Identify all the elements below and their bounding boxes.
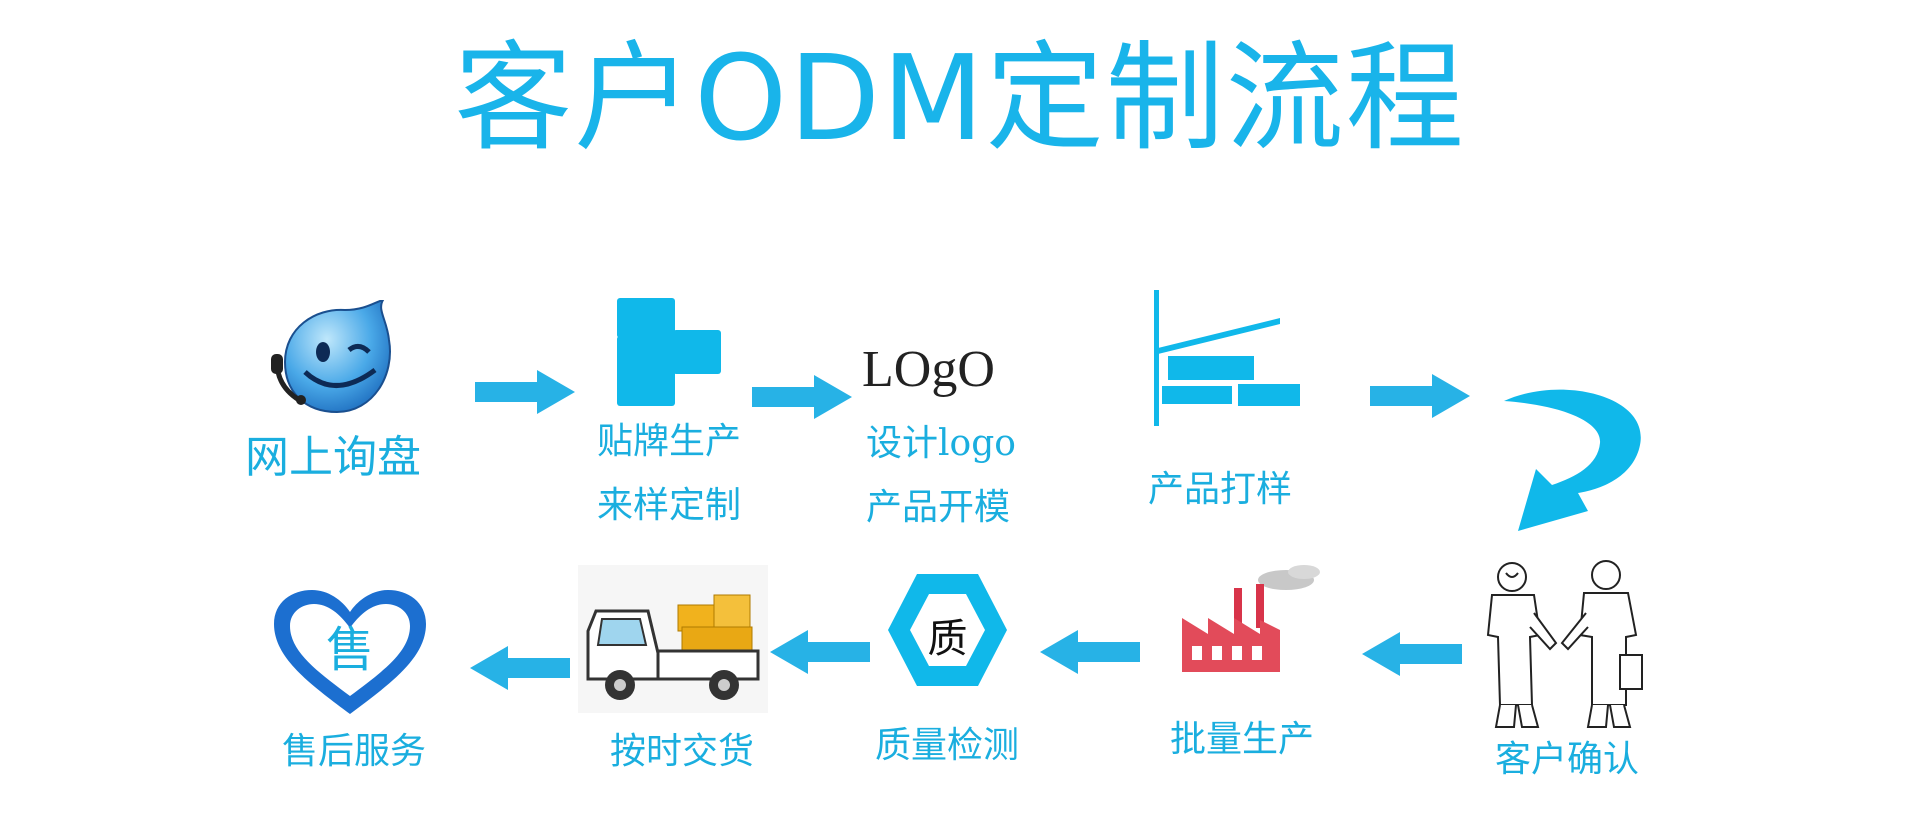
heart-icon — [274, 590, 426, 714]
step-sample-label: 产品打样 — [1148, 469, 1293, 510]
arrow-left-icon — [770, 630, 870, 674]
arrow-right-icon — [475, 370, 575, 414]
handshake-icon — [1486, 560, 1643, 728]
step-confirm-label: 客户确认 — [1495, 739, 1640, 780]
step-oem-line2: 来样定制 — [597, 485, 742, 526]
step-delivery — [578, 565, 768, 713]
arrow-left-icon — [470, 646, 570, 690]
quality-icon-glyph: 质 — [927, 616, 968, 662]
step-oem — [615, 298, 725, 408]
step-quality: 质 — [885, 568, 1010, 693]
step-logo-line1: 设计logo — [866, 423, 1016, 464]
step-mass — [1180, 560, 1330, 675]
page-title: 客户ODM定制流程 — [454, 29, 1466, 167]
smiley-headset-icon — [271, 300, 391, 414]
puzzle-blocks-icon — [617, 298, 721, 406]
arrow-left-icon — [1040, 630, 1140, 674]
step-sample — [1150, 288, 1310, 428]
factory-icon — [1182, 565, 1320, 672]
step-delivery-label: 按时交货 — [610, 731, 755, 772]
step-after-sales-label: 售后服务 — [282, 731, 427, 772]
arrow-right-icon — [1370, 374, 1470, 418]
truck-icon — [578, 565, 768, 713]
step-mass-label: 批量生产 — [1170, 719, 1315, 760]
step-after-sales: 售 — [270, 588, 430, 718]
logo-text-icon: LOgO — [862, 341, 995, 398]
curved-arrow-icon — [1504, 389, 1641, 531]
step-confirm — [1470, 555, 1650, 730]
hexagon-quality-icon — [888, 574, 1007, 686]
step-inquiry — [265, 300, 415, 420]
arrow-left-icon — [1362, 632, 1462, 676]
step-inquiry-label: 网上询盘 — [245, 432, 421, 483]
arrow-right-icon — [752, 375, 852, 419]
step-logo-line2: 产品开模 — [866, 487, 1011, 528]
press-blocks-icon — [1154, 290, 1300, 426]
after-sales-icon-glyph: 售 — [325, 622, 374, 678]
step-quality-label: 质量检测 — [875, 725, 1020, 766]
step-oem-line1: 贴牌生产 — [597, 421, 742, 462]
